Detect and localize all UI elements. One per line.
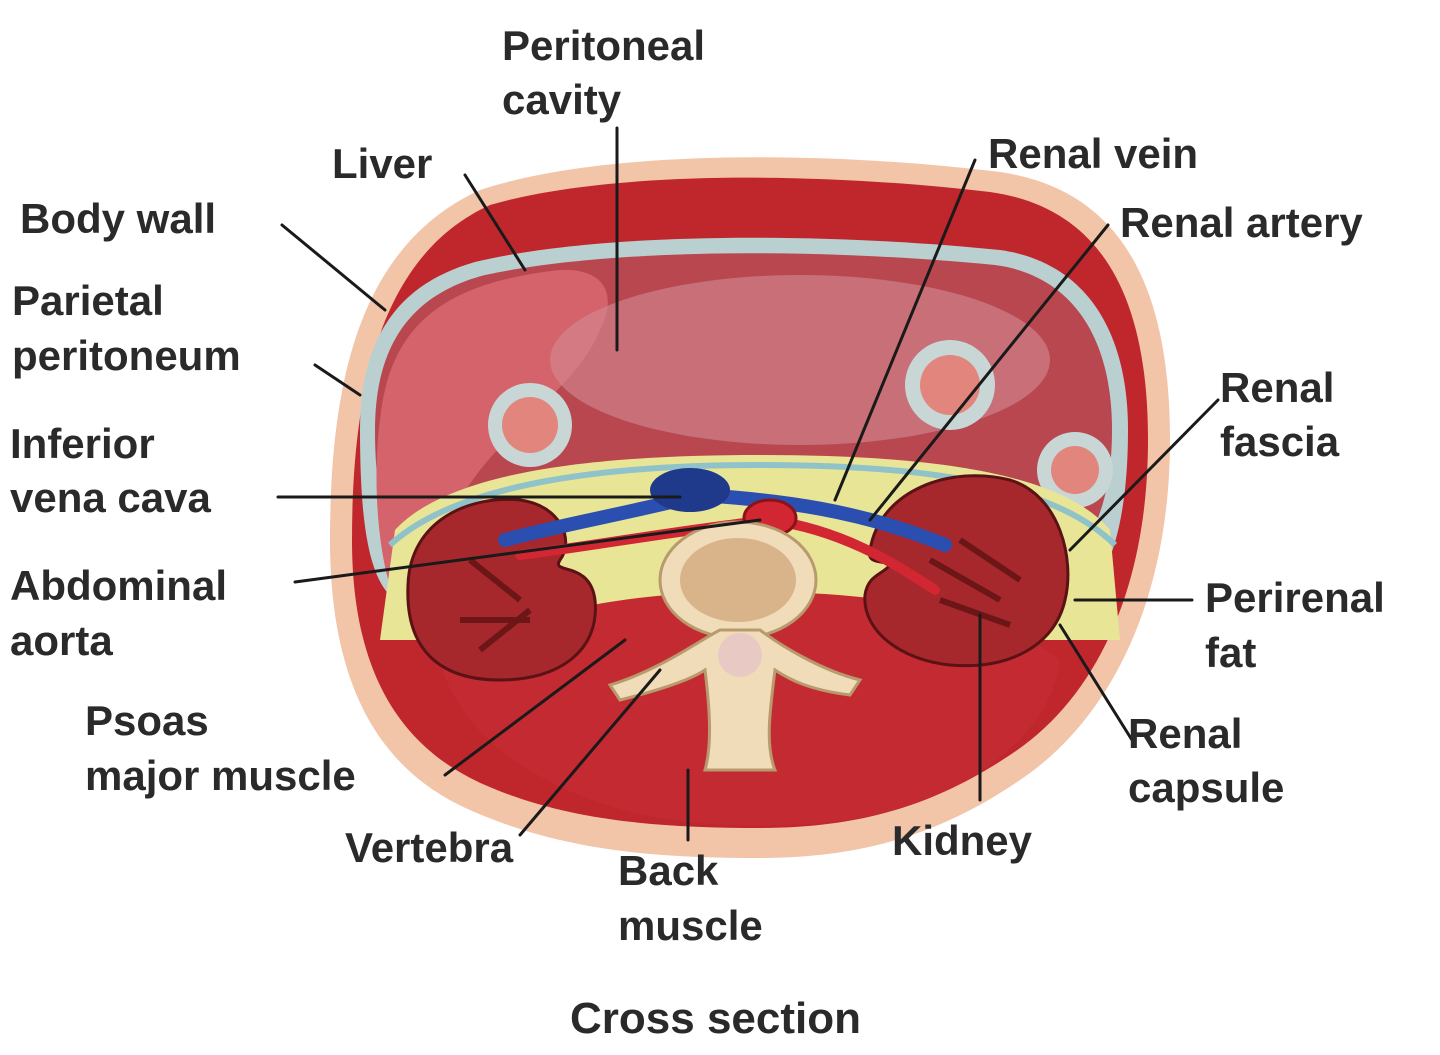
label-inferior-vena-cava: Inferior vena cava (10, 420, 211, 521)
label-body-wall: Body wall (20, 195, 216, 242)
label-renal-capsule: Renal capsule (1128, 710, 1284, 811)
label-parietal-peritoneum: Parietal peritoneum (12, 277, 241, 379)
leader-renal-fascia (1068, 398, 1220, 552)
label-liver: Liver (332, 140, 432, 187)
label-back-muscle: Back muscle (618, 847, 763, 949)
label-kidney: Kidney (892, 817, 1033, 864)
left-kidney (406, 497, 597, 682)
label-renal-artery: Renal artery (1120, 199, 1363, 246)
leader-renal-artery (868, 223, 1110, 522)
label-perirenal-fat: Perirenal fat (1205, 574, 1396, 676)
leader-body-wall (280, 223, 387, 312)
leader-liver (463, 173, 527, 272)
diagram-caption: Cross section (570, 994, 861, 1043)
leader-renal-capsule (1058, 623, 1134, 742)
cross-section-illustration (330, 157, 1170, 858)
leader-parietal-peritoneum (313, 363, 362, 397)
labels: Peritoneal cavity Liver Body wall Pariet… (10, 22, 1396, 1043)
label-renal-vein: Renal vein (988, 130, 1198, 177)
label-psoas-major-muscle: Psoas major muscle (85, 697, 356, 799)
leader-lines (276, 126, 1220, 842)
leader-renal-vein (833, 158, 977, 502)
right-kidney (863, 474, 1070, 668)
leader-psoas (443, 638, 627, 777)
inferior-vena-cava-vessel (650, 468, 730, 512)
leader-vertebra (518, 668, 662, 837)
label-vertebra: Vertebra (345, 824, 514, 871)
label-peritoneal-cavity: Peritoneal cavity (502, 22, 717, 123)
leader-abdominal-aorta (293, 518, 762, 584)
label-renal-fascia: Renal fascia (1220, 364, 1346, 465)
label-abdominal-aorta: Abdominal aorta (10, 562, 239, 664)
